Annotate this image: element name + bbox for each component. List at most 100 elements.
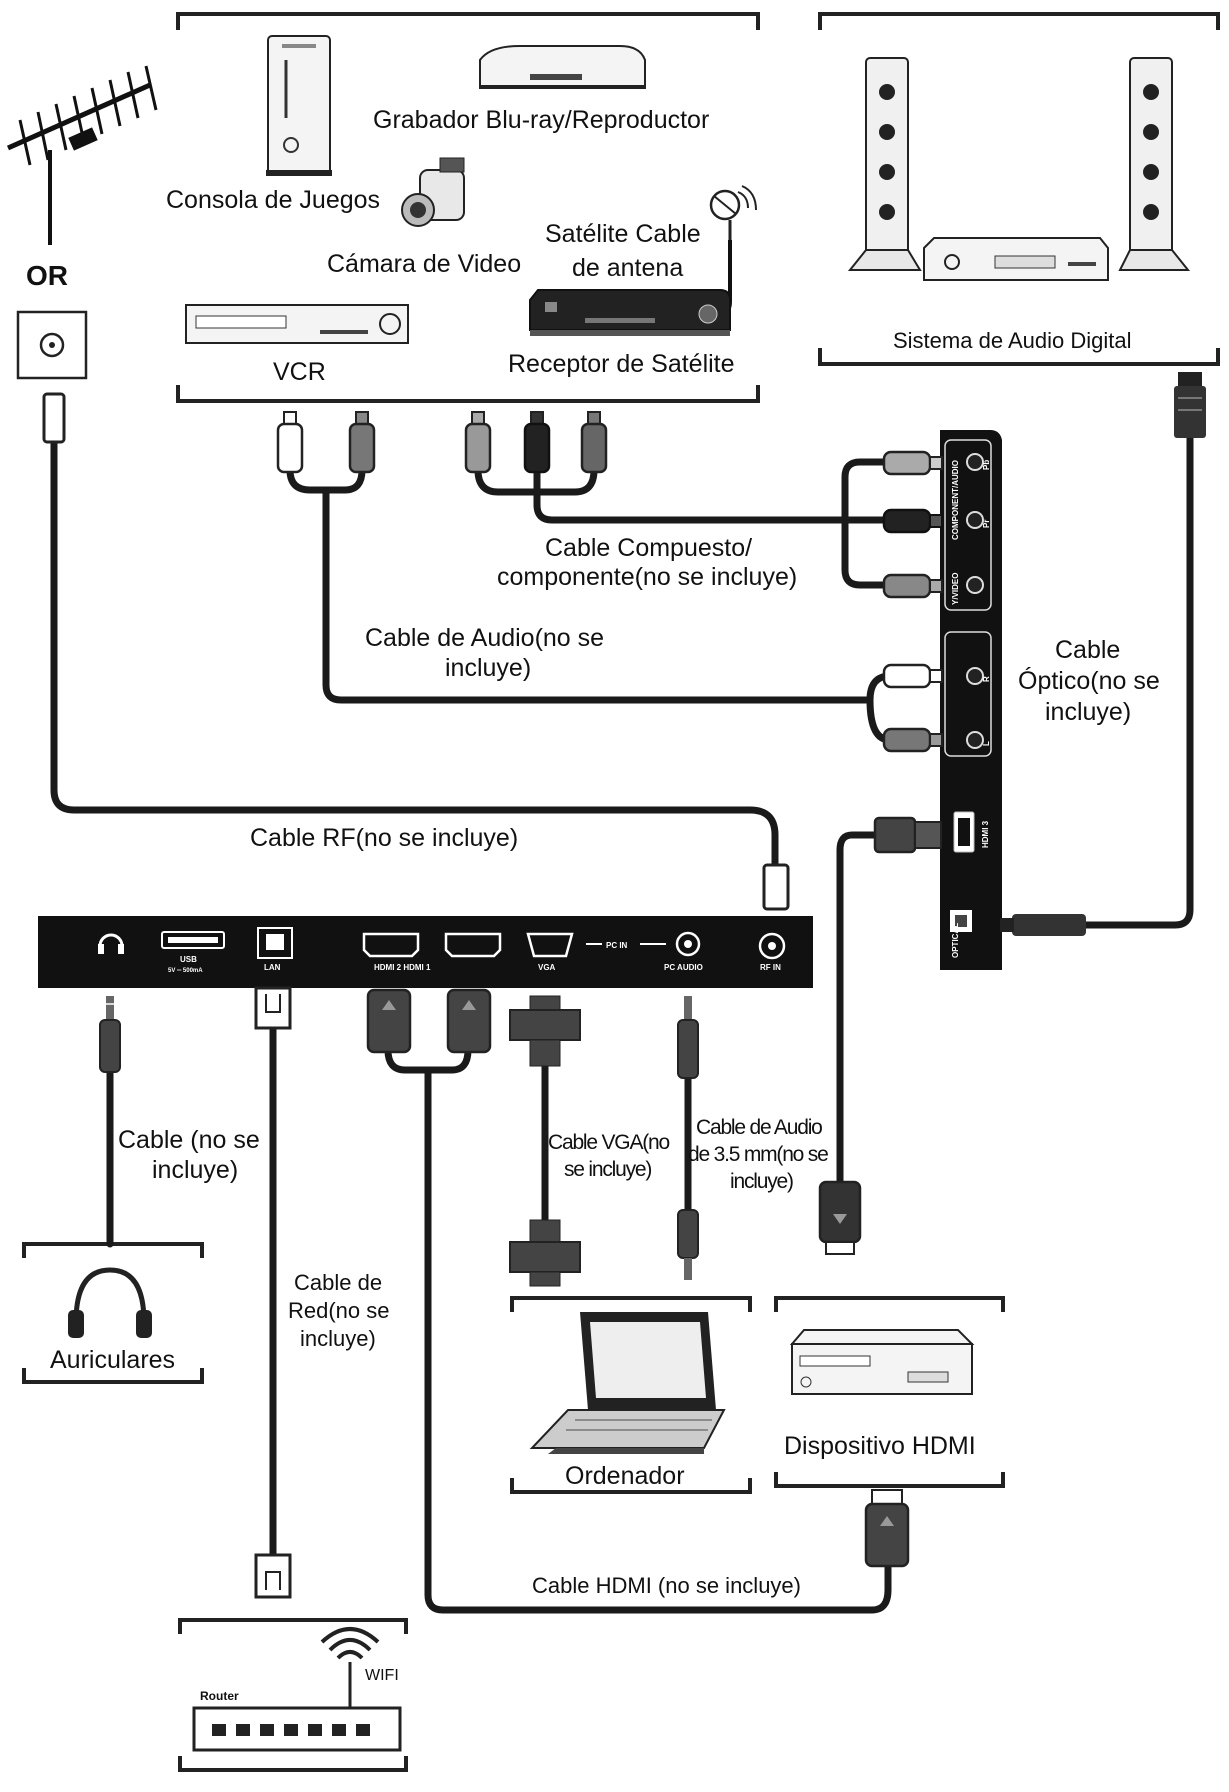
rca-plug-green-receiver <box>464 411 492 474</box>
tv-side-panel <box>940 430 1002 970</box>
optical-cable-label-3: incluye) <box>1045 698 1131 726</box>
rca-plug-blue-receiver <box>523 411 551 474</box>
audio35-cable-label-2: de 3.5 mm(no se <box>688 1143 828 1166</box>
component-cable-loop <box>841 458 909 589</box>
game-console-label: Consola de Juegos <box>166 186 380 214</box>
usb-spec-label: 5V ═ 500mA <box>168 968 203 974</box>
rf-in-label: RF IN <box>760 963 781 972</box>
rf-plug-bottom <box>762 863 790 911</box>
component-audio-label: COMPONENT/AUDIO <box>951 460 960 540</box>
audio-receiver-icon <box>923 237 1109 281</box>
optical-plug-top <box>1174 372 1206 438</box>
optical-cable <box>1081 431 1194 929</box>
computer-bracket <box>510 1296 752 1494</box>
hdmi-device-bracket <box>774 1296 1005 1488</box>
rca-plug-side-2 <box>882 508 943 534</box>
wall-antenna-socket <box>16 310 88 380</box>
optical-label: OPTICAL <box>951 923 960 958</box>
satellite-receiver-icon <box>529 289 731 336</box>
hdmi2-hdmi1-label: HDMI 2 HDMI 1 <box>374 963 431 972</box>
headphone-cable-label-1: Cable (no se <box>118 1126 260 1154</box>
l-label: L <box>982 741 991 746</box>
rca-plug-side-3 <box>882 573 943 599</box>
antenna-icon <box>6 65 158 245</box>
optical-cable-label-1: Cable <box>1055 636 1120 664</box>
router-icon <box>192 1662 402 1752</box>
satellite-cable-label-1: Satélite Cable <box>545 220 701 248</box>
video-camera-label: Cámara de Video <box>327 250 521 278</box>
lan-plug-bottom <box>254 1553 292 1599</box>
network-cable-label-2: Red(no se <box>288 1298 390 1323</box>
tv-bottom-panel <box>38 916 813 988</box>
hdmi3-plug <box>873 816 942 854</box>
vga-cable-label-2: se incluye) <box>564 1158 651 1181</box>
network-cable-label-1: Cable de <box>294 1270 382 1295</box>
composite-cable-label-1: Cable Compuesto/ <box>545 534 752 562</box>
audio-system-bracket <box>818 12 1220 366</box>
vga-plug-top <box>509 995 581 1067</box>
rf-cable <box>50 436 779 869</box>
rca-plug-side-white <box>882 663 943 689</box>
network-cable-label-3: incluye) <box>300 1326 376 1351</box>
hdmi1-plug <box>446 988 492 1054</box>
headphone-cable-label-2: incluye) <box>152 1156 238 1184</box>
laptop-icon <box>529 1312 726 1454</box>
audio-cable-label-2: incluye) <box>445 654 531 682</box>
hdmi-cable-main <box>424 1066 892 1614</box>
pc-audio-label: PC AUDIO <box>664 963 703 972</box>
headphones-icon <box>68 1267 152 1338</box>
digital-audio-system-label: Sistema de Audio Digital <box>893 328 1131 353</box>
optical-cable-label-2: Óptico(no se <box>1018 666 1160 695</box>
satellite-cable-label-2: de antena <box>572 254 683 282</box>
game-console-icon <box>266 35 332 176</box>
satellite-dish-icon <box>709 185 757 240</box>
rf-plug-top <box>42 392 66 444</box>
bluray-player-icon <box>479 45 646 89</box>
pr-label: Pr <box>982 520 991 528</box>
hdmi2-plug <box>366 988 412 1054</box>
hdmi-device-label: Dispositivo HDMI <box>784 1432 976 1460</box>
vga-cable-label-1: Cable VGA(no <box>548 1131 670 1154</box>
audio35-plug-bottom <box>677 1209 699 1280</box>
rca-plug-side-red <box>882 727 943 753</box>
rca-plug-side-1 <box>882 450 943 476</box>
pb-label: Pb <box>982 460 991 470</box>
router-bracket <box>178 1618 408 1772</box>
audio-cable-label-1: Cable de Audio(no se <box>365 624 604 652</box>
speaker-right-icon <box>1118 57 1191 271</box>
pc-in-label: PC IN <box>606 941 628 950</box>
lan-port-label: LAN <box>264 963 281 972</box>
hdmi-device-icon <box>789 1329 975 1395</box>
rf-cable-label: Cable RF(no se incluye) <box>250 824 518 852</box>
wifi-icon <box>320 1627 380 1660</box>
vga-port-label: VGA <box>538 963 556 972</box>
component-cable-main <box>533 466 909 524</box>
audio35-cable-label-3: incluye) <box>730 1170 793 1193</box>
vcr-label: VCR <box>273 358 326 386</box>
hdmi-device-plug <box>864 1489 910 1568</box>
router-label: Router <box>200 1689 239 1703</box>
bluray-label: Grabador Blu-ray/Reproductor <box>373 106 709 134</box>
rca-plug-red-receiver <box>580 411 608 474</box>
wifi-label: WIFI <box>365 1667 399 1684</box>
r-label: R <box>982 676 991 682</box>
headphones-label: Auriculares <box>50 1346 175 1374</box>
vga-plug-bottom <box>509 1219 581 1287</box>
hdmi3-label: HDMI 3 <box>981 820 990 848</box>
lan-plug-top <box>254 986 292 1030</box>
video-camera-icon <box>401 157 465 227</box>
or-label: OR <box>26 260 68 291</box>
speaker-left-icon <box>847 57 922 271</box>
audio-cable-main <box>322 486 909 704</box>
rca-plug-red-vcr <box>348 411 376 474</box>
devices-bracket <box>176 12 760 403</box>
vcr-icon <box>185 304 409 344</box>
optical-plug-side <box>1000 914 1086 936</box>
y-video-label: Y/VIDEO <box>951 573 960 605</box>
hdmi3-plug-bottom <box>818 1180 862 1255</box>
usb-label: USB <box>180 955 197 964</box>
rca-plug-white-vcr <box>276 411 304 474</box>
audio35-cable-label-1: Cable de Audio <box>696 1116 822 1139</box>
